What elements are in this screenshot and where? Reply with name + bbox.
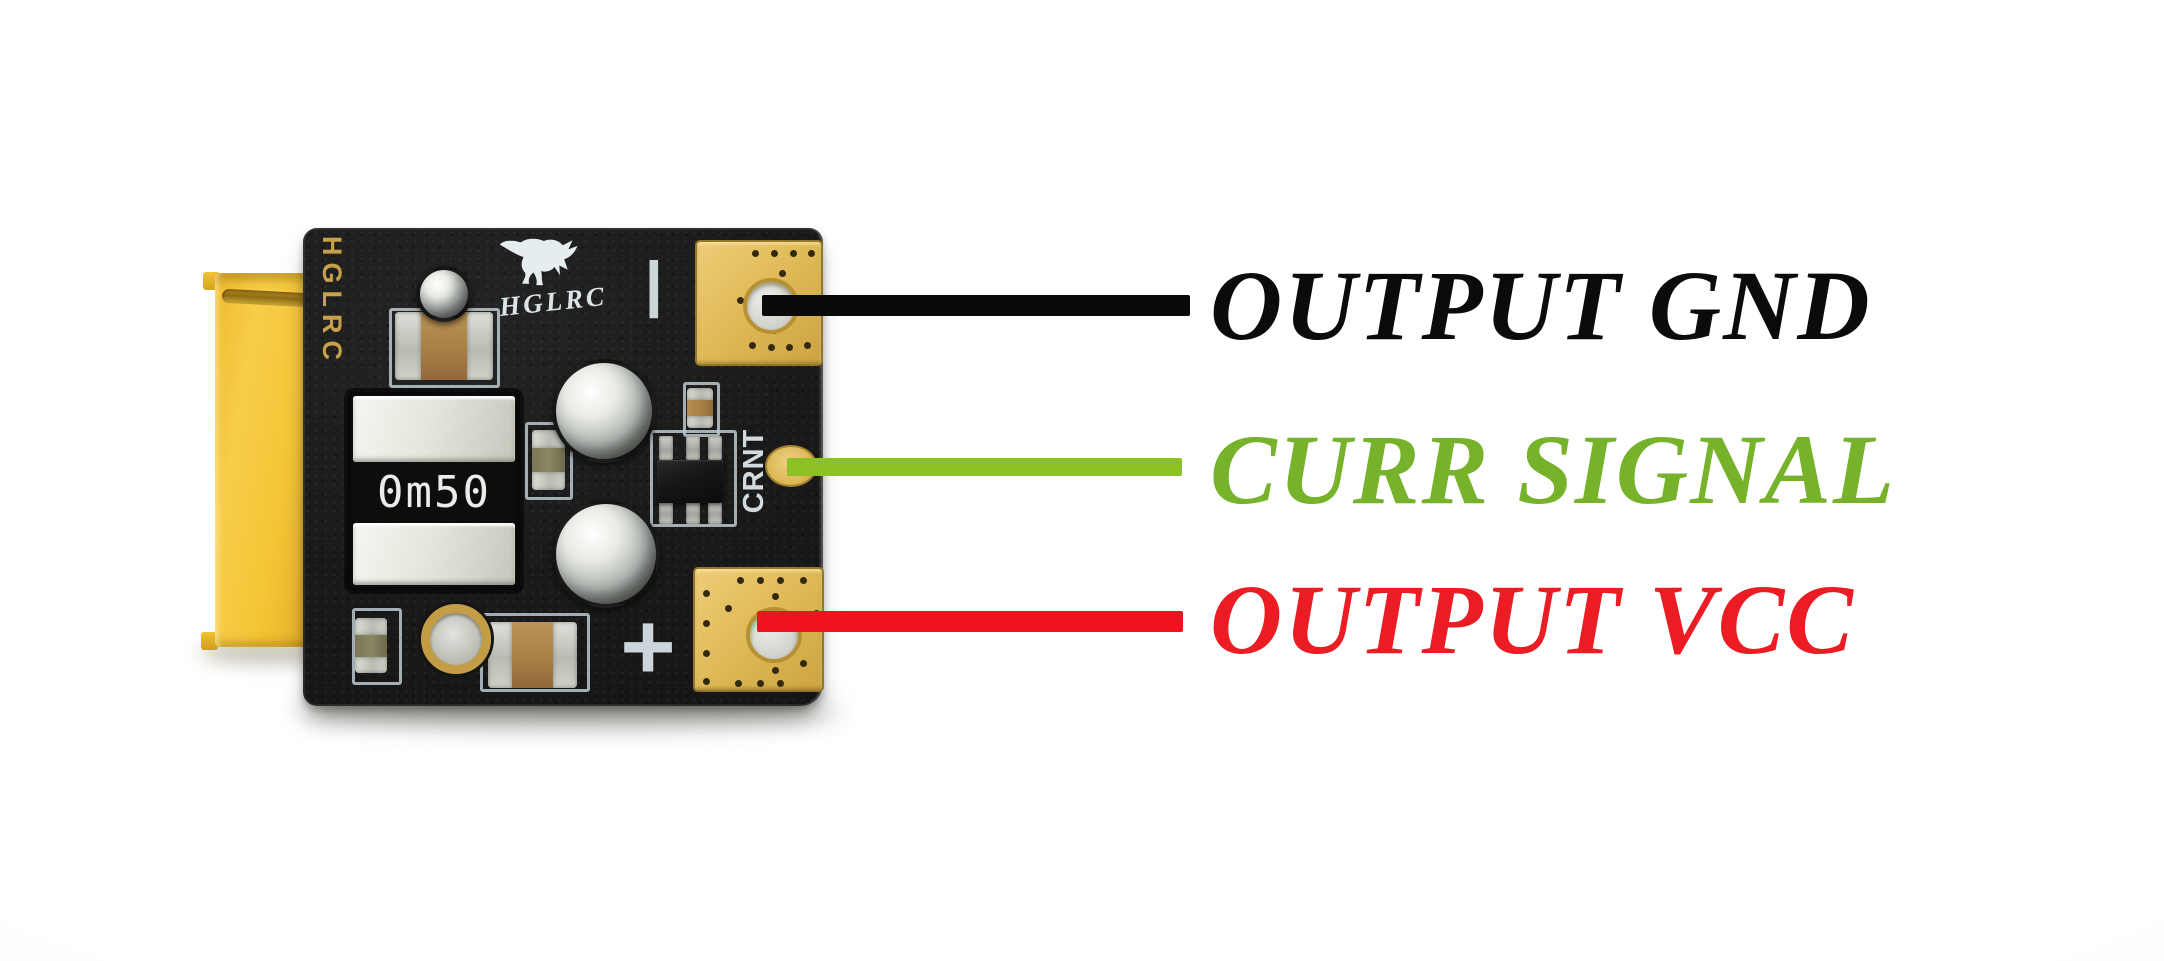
- shunt-value: 0m50: [377, 467, 491, 518]
- current-sense-ic: [657, 460, 723, 503]
- via-dot: [786, 344, 793, 351]
- gold-via: [421, 604, 491, 674]
- crnt-pin-label: CRNT: [737, 428, 770, 514]
- silkscreen-outline: [525, 422, 573, 500]
- via-dot: [771, 250, 778, 257]
- capacitor: [395, 312, 493, 380]
- ic-pin: [686, 436, 700, 460]
- silkscreen-outline: [650, 430, 737, 527]
- resistor: [532, 430, 565, 490]
- curr-signal-wire: [787, 458, 1182, 476]
- via-dot: [772, 593, 779, 600]
- gnd-wire: [762, 295, 1190, 316]
- capacitor: [488, 622, 577, 688]
- via-dot: [777, 577, 784, 584]
- label-curr-signal: CURR SIGNAL: [1210, 413, 1897, 525]
- solder-ball: [552, 500, 660, 608]
- ic-pin: [708, 500, 722, 524]
- ic-pin: [686, 500, 700, 524]
- via-dot: [703, 590, 710, 597]
- via-dot: [735, 680, 742, 687]
- label-output-vcc: OUTPUT VCC: [1210, 563, 1855, 675]
- via-dot: [800, 660, 807, 667]
- via-dot: [790, 250, 797, 257]
- via-dot: [703, 678, 710, 685]
- via-dot: [749, 342, 756, 349]
- shunt-terminal: [353, 396, 515, 462]
- resistor: [687, 388, 713, 428]
- via-dot: [804, 342, 811, 349]
- shunt-resistor: 0m50: [348, 392, 520, 590]
- ic-pin: [659, 500, 673, 524]
- via-dot: [800, 577, 807, 584]
- pcb-brand-side-text: HGLRC: [317, 236, 347, 367]
- solder-ball: [416, 266, 472, 322]
- via-dot: [757, 577, 764, 584]
- dinosaur-logo-icon: [499, 238, 578, 286]
- via-dot: [777, 680, 784, 687]
- via-dot: [772, 667, 779, 674]
- via-dot: [703, 620, 710, 627]
- resistor: [355, 618, 387, 673]
- label-output-gnd: OUTPUT GND: [1210, 249, 1872, 361]
- via-dot: [752, 250, 759, 257]
- via-dot: [808, 250, 815, 257]
- xt60-bottom-tab: [201, 632, 218, 650]
- via-dot: [737, 577, 744, 584]
- plus-polarity-marking: +: [620, 593, 676, 700]
- shunt-terminal: [353, 523, 515, 585]
- current-sensor-pcb: HGLRC HGLRC − +: [303, 228, 824, 706]
- ic-pin: [708, 436, 722, 460]
- solder-ball: [552, 359, 656, 463]
- via-dot: [779, 270, 786, 277]
- via-dot: [703, 650, 710, 657]
- via-dot: [725, 605, 732, 612]
- via-dot: [757, 680, 764, 687]
- via-dot: [768, 344, 775, 351]
- silkscreen-outline: [352, 608, 402, 685]
- ic-pin: [659, 436, 673, 460]
- silkscreen-outline: [683, 382, 720, 437]
- via-dot: [737, 297, 744, 304]
- minus-polarity-marking: −: [588, 253, 722, 325]
- vcc-wire: [757, 611, 1183, 632]
